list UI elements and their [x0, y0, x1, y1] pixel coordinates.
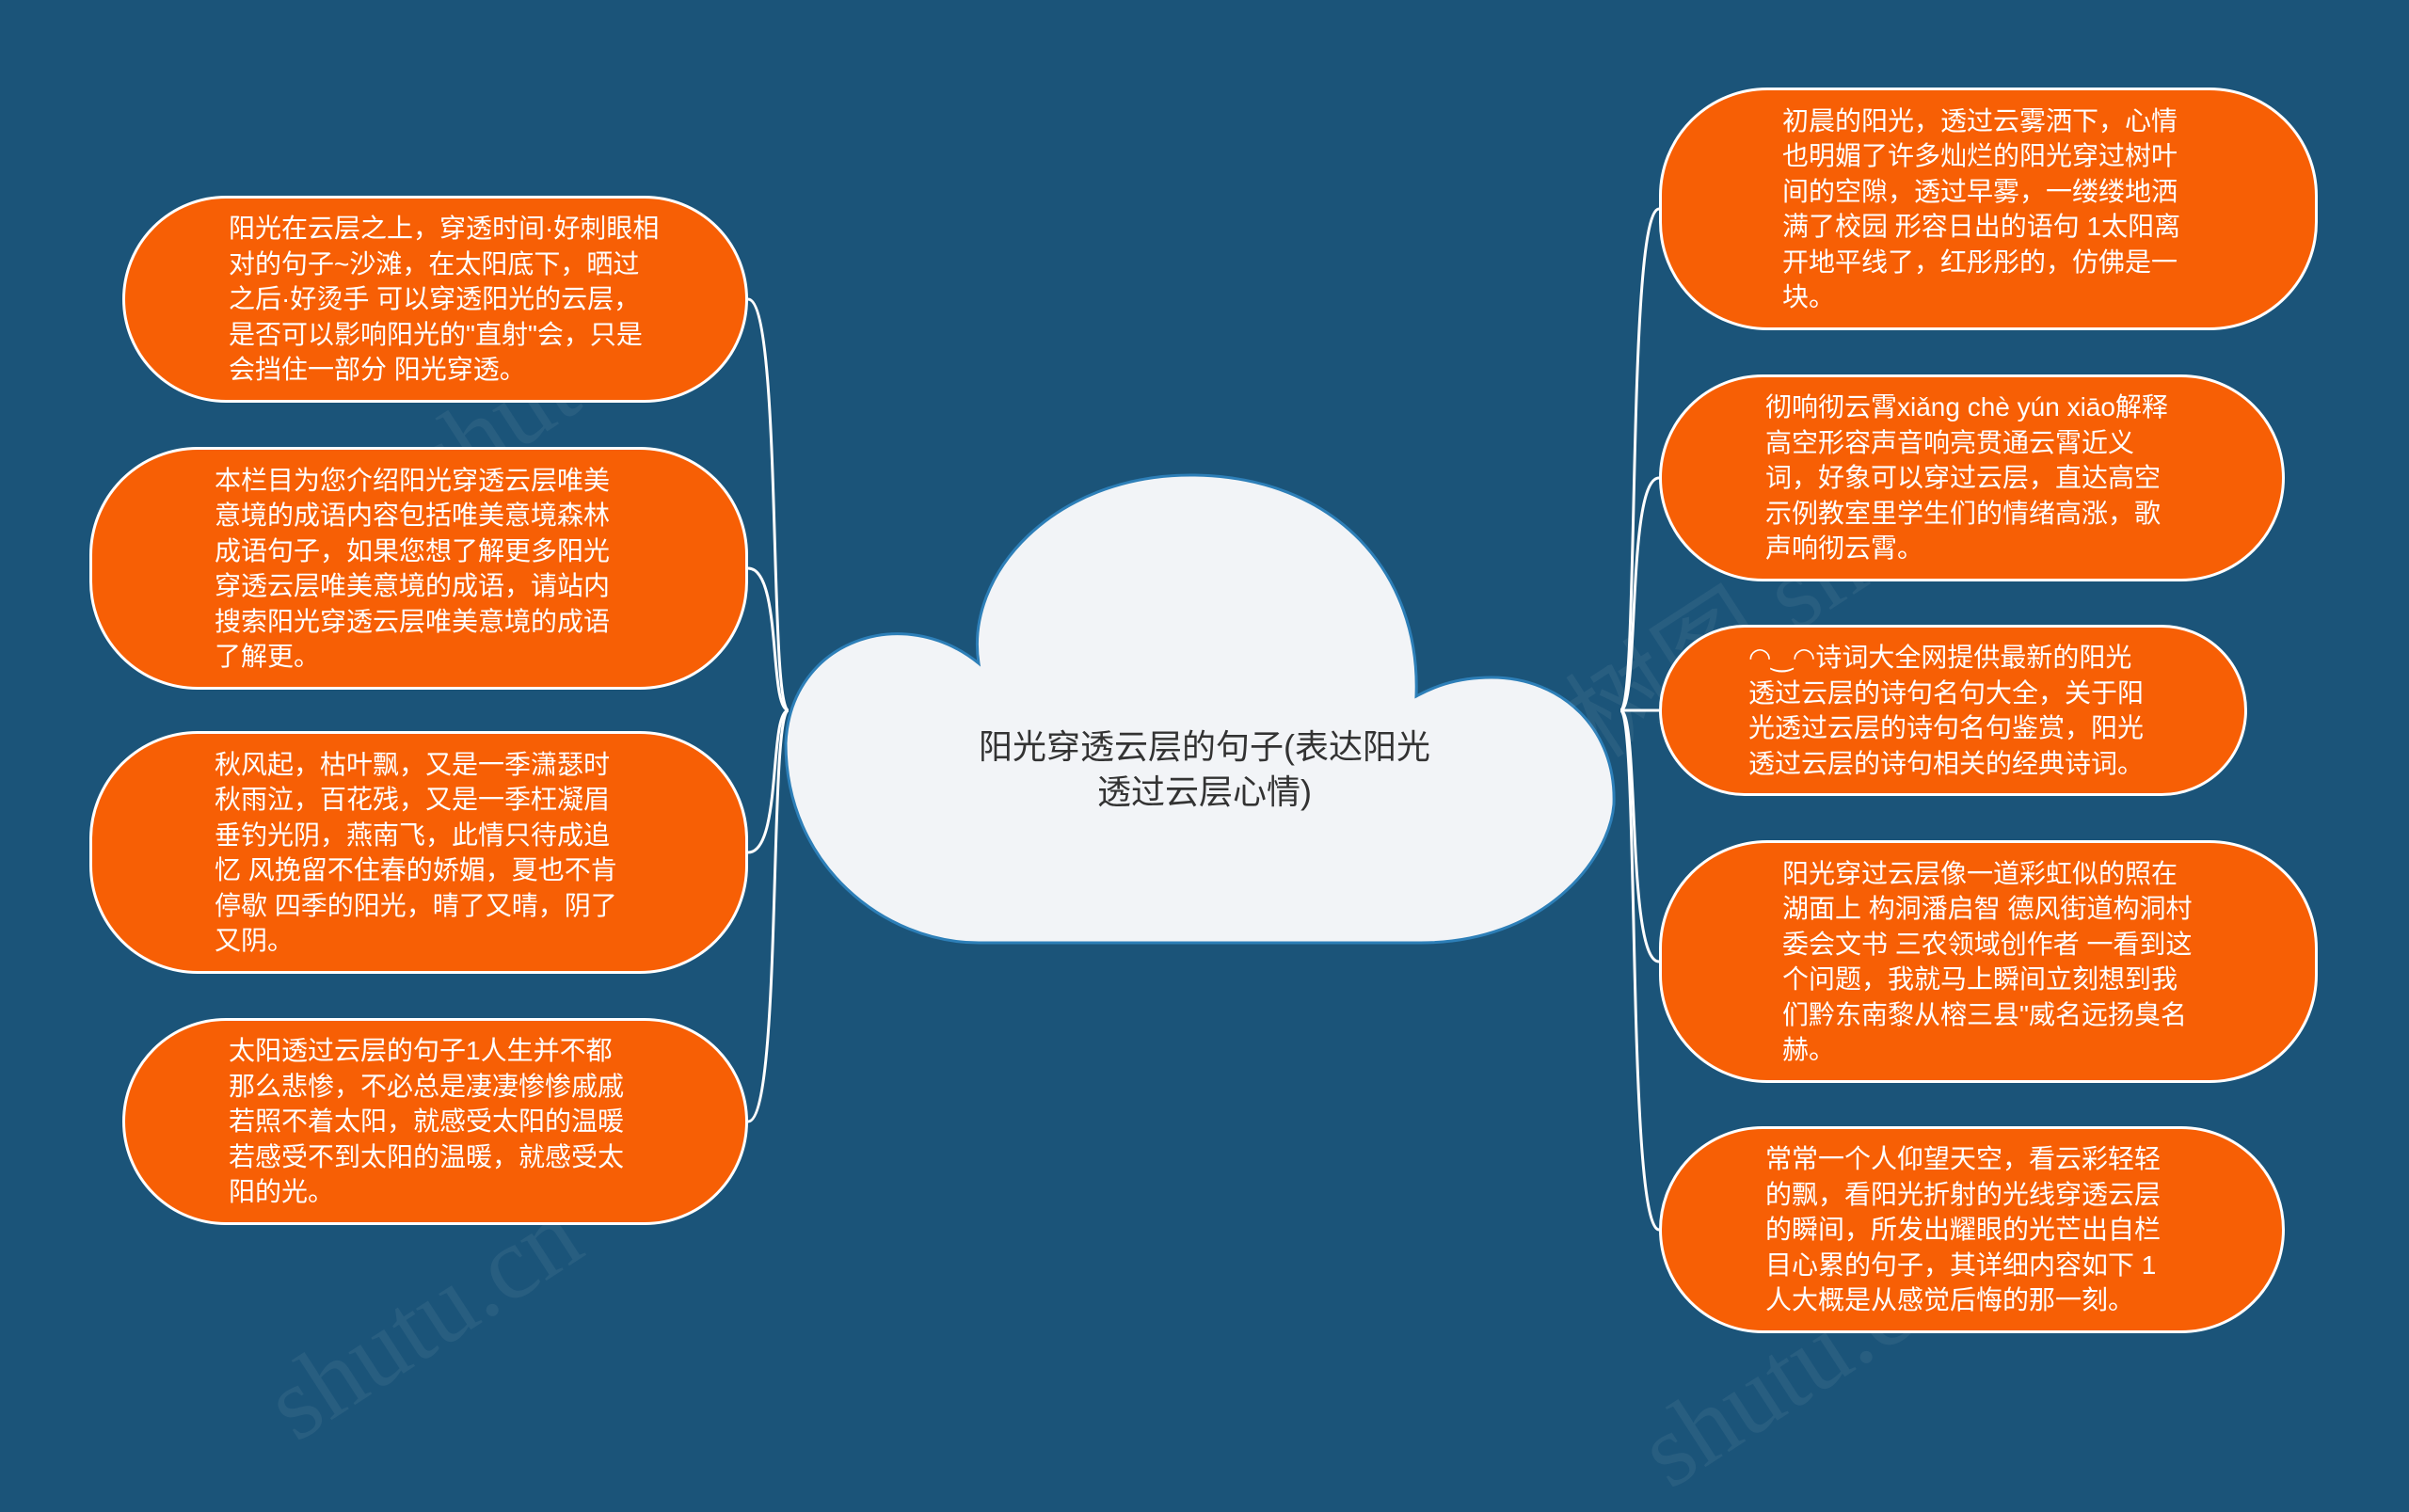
left-node-2[interactable]: 本栏目为您介绍阳光穿透云层唯美意境的成语内容包括唯美意境森林成语句子，如果您想了…: [89, 447, 748, 690]
left-node-2-connector: [747, 566, 790, 712]
right-node-5[interactable]: 常常一个人仰望天空，看云彩轻轻的飘，看阳光折射的光线穿透云层的瞬间，所发出耀眼的…: [1659, 1126, 2285, 1333]
right-node-2-connector: [1619, 476, 1660, 712]
right-node-4-connector: [1619, 708, 1660, 963]
left-node-1-connector: [747, 297, 790, 712]
center-cloud-shape: [784, 473, 1616, 945]
right-node-4-text: 阳光穿过云层像一道彩虹似的照在湖面上 构洞潘启智 德风街道构洞村委会文书 三农领…: [1782, 858, 2193, 1065]
right-node-2-text: 彻响彻云霄xiǎng chè yún xiāo解释高空形容声音响亮贯通云霄近义词…: [1765, 392, 2168, 564]
left-node-3-text: 秋风起，枯叶飘，又是一季潇瑟时秋雨泣，百花残，又是一季枉凝眉垂钓光阴，燕南飞，此…: [215, 749, 617, 956]
mind-map-canvas: [747, 207, 1660, 1232]
left-node-1[interactable]: 阳光在云层之上，穿透时间·好刺眼相对的句子~沙滩，在太阳底下，晒过之后·好烫手 …: [122, 196, 748, 403]
right-node-5-connector: [1619, 708, 1660, 1232]
connector-lines: [747, 207, 1660, 1232]
right-node-3[interactable]: ◠‿◠诗词大全网提供最新的阳光透过云层的诗句名句大全，关于阳光透过云层的诗句名句…: [1659, 625, 2247, 796]
left-node-2-text: 本栏目为您介绍阳光穿透云层唯美意境的成语内容包括唯美意境森林成语句子，如果您想了…: [215, 465, 611, 672]
left-node-4-connector: [747, 708, 790, 1123]
left-node-1-text: 阳光在云层之上，穿透时间·好刺眼相对的句子~沙滩，在太阳底下，晒过之后·好烫手 …: [229, 214, 660, 385]
left-node-3[interactable]: 秋风起，枯叶飘，又是一季潇瑟时秋雨泣，百花残，又是一季枉凝眉垂钓光阴，燕南飞，此…: [89, 731, 748, 974]
left-node-4[interactable]: 太阳透过云层的句子1人生并不都那么悲惨，不必总是凄凄惨惨戚戚若照不着太阳，就感受…: [122, 1018, 748, 1225]
left-node-3-connector: [747, 708, 790, 854]
right-node-4[interactable]: 阳光穿过云层像一道彩虹似的照在湖面上 构洞潘启智 德风街道构洞村委会文书 三农领…: [1659, 840, 2318, 1083]
right-node-1-text: 初晨的阳光，透过云雾洒下，心情也明媚了许多灿烂的阳光穿过树叶间的空隙，透过早雾，…: [1782, 105, 2181, 312]
left-node-4-text: 太阳透过云层的句子1人生并不都那么悲惨，不必总是凄凄惨惨戚戚若照不着太阳，就感受…: [229, 1036, 625, 1207]
right-node-1-connector: [1619, 207, 1660, 712]
right-node-3-text: ◠‿◠诗词大全网提供最新的阳光透过云层的诗句名句大全，关于阳光透过云层的诗句名句…: [1748, 643, 2145, 778]
right-node-1[interactable]: 初晨的阳光，透过云雾洒下，心情也明媚了许多灿烂的阳光穿过树叶间的空隙，透过早雾，…: [1659, 88, 2318, 330]
center-topic[interactable]: 阳光穿透云层的句子(表达阳光透过云层心情): [979, 727, 1430, 811]
right-node-5-text: 常常一个人仰望天空，看云彩轻轻的飘，看阳光折射的光线穿透云层的瞬间，所发出耀眼的…: [1765, 1144, 2162, 1315]
right-node-2[interactable]: 彻响彻云霄xiǎng chè yún xiāo解释高空形容声音响亮贯通云霄近义词…: [1659, 374, 2285, 581]
